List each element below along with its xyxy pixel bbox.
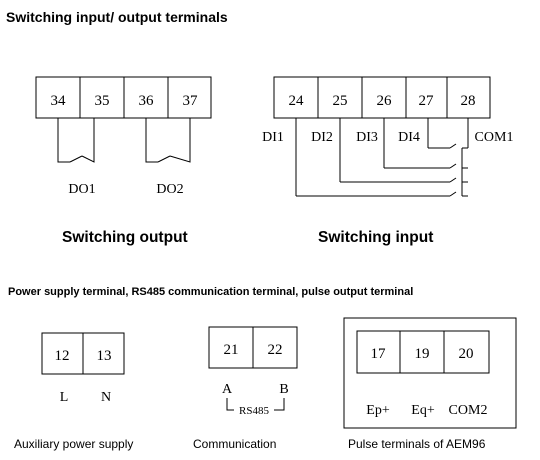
terminal-22: 22 [268, 342, 283, 358]
label-n: N [101, 390, 111, 405]
terminal-37: 37 [183, 93, 199, 109]
terminal-26: 26 [377, 93, 393, 109]
label-do2: DO2 [156, 182, 183, 197]
terminal-24: 24 [289, 93, 305, 109]
do1-relay-contact [57, 118, 95, 163]
switching-output-caption: Switching output [62, 229, 188, 246]
terminal-35: 35 [95, 93, 110, 109]
communication-caption: Communication [193, 437, 277, 451]
terminal-19: 19 [415, 346, 430, 362]
section2-title: Power supply terminal, RS485 communicati… [8, 286, 414, 298]
terminal-21: 21 [224, 342, 239, 358]
do2-relay-contact [145, 118, 191, 163]
terminal-36: 36 [139, 93, 155, 109]
rs485-bracket-right [274, 398, 285, 411]
label-ep-plus: Ep+ [366, 403, 390, 418]
terminal-34: 34 [51, 93, 67, 109]
terminal-25: 25 [333, 93, 348, 109]
rs485-bracket-left [226, 398, 234, 411]
aux-power-caption: Auxiliary power supply [14, 437, 134, 451]
label-l: L [60, 390, 69, 405]
pulse-terminal-block [356, 330, 490, 374]
input-terminal-block [273, 76, 491, 119]
terminal-27: 27 [419, 93, 435, 109]
label-di1: DI1 [262, 130, 284, 145]
pulse-outer-frame [343, 317, 517, 429]
terminal-13: 13 [97, 348, 112, 364]
label-di4: DI4 [398, 130, 420, 145]
label-com2: COM2 [449, 403, 488, 418]
label-b: B [279, 382, 288, 397]
switching-input-caption: Switching input [318, 229, 434, 246]
label-di3: DI3 [356, 130, 378, 145]
terminal-17: 17 [371, 346, 387, 362]
label-do1: DO1 [68, 182, 95, 197]
terminal-20: 20 [459, 346, 474, 362]
input-wiring [295, 118, 469, 197]
terminal-28: 28 [461, 93, 476, 109]
pulse-caption: Pulse terminals of AEM96 [348, 437, 486, 451]
label-a: A [222, 382, 233, 397]
label-com1: COM1 [475, 130, 514, 145]
label-di2: DI2 [311, 130, 333, 145]
terminal-12: 12 [55, 348, 70, 364]
label-rs485: RS485 [239, 405, 269, 417]
label-eq-plus: Eq+ [411, 403, 435, 418]
page-title: Switching input/ output terminals [6, 9, 228, 25]
